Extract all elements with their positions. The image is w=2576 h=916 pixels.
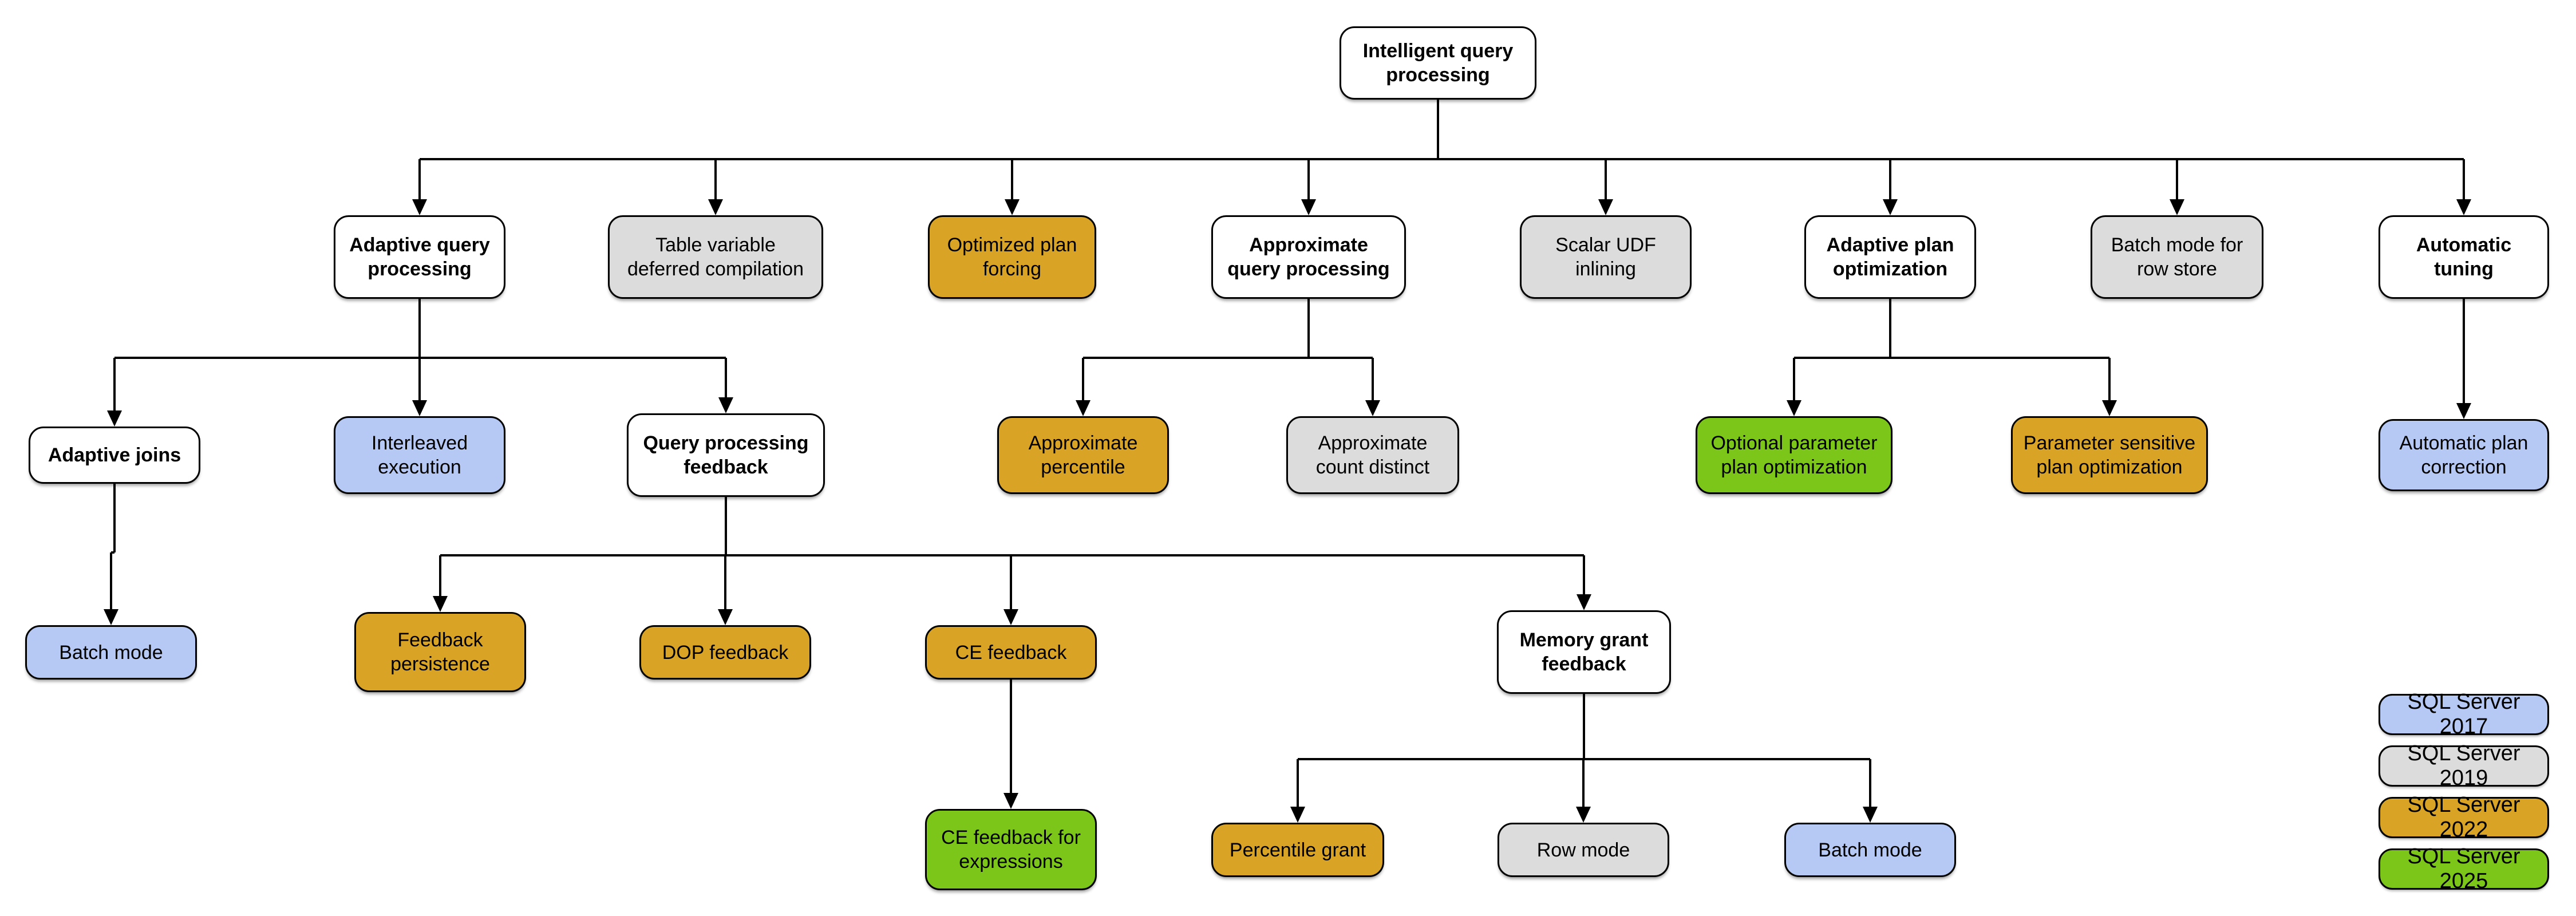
node-approximate-query-processing: Approximate query processing <box>1211 215 1406 299</box>
node-optional-parameter-plan-optimization: Optional parameter plan optimization <box>1696 416 1893 494</box>
node-label: Scalar UDF inlining <box>1555 234 1656 280</box>
node-percentile-grant: Percentile grant <box>1211 823 1384 877</box>
node-row-mode: Row mode <box>1498 823 1669 877</box>
legend-item-sql-server-2019: SQL Server 2019 <box>2379 741 2549 790</box>
node-batch-mode-adaptive-joins: Batch mode <box>25 625 197 680</box>
node-label: Automatic tuning <box>2416 234 2512 280</box>
node-table-variable-deferred-compilation: Table variable deferred compilation <box>608 215 823 299</box>
node-label: Parameter sensitive plan optimization <box>2023 432 2196 478</box>
node-label: Interleaved execution <box>371 432 468 478</box>
node-scalar-udf-inlining: Scalar UDF inlining <box>1520 215 1692 299</box>
node-approximate-percentile: Approximate percentile <box>997 416 1169 494</box>
node-ce-feedback-for-expressions: CE feedback for expressions <box>925 809 1097 890</box>
node-label: Row mode <box>1536 839 1630 861</box>
node-query-processing-feedback: Query processing feedback <box>627 413 825 497</box>
node-label: CE feedback <box>955 641 1067 664</box>
node-adaptive-query-processing: Adaptive query processing <box>334 215 505 299</box>
node-label: Feedback persistence <box>390 629 490 675</box>
node-label: Adaptive query processing <box>349 234 490 280</box>
node-label: Optional parameter plan optimization <box>1710 432 1878 478</box>
legend-item-label: SQL Server 2017 <box>2407 690 2520 739</box>
legend-item-sql-server-2022: SQL Server 2022 <box>2379 793 2549 842</box>
node-label: DOP feedback <box>662 641 789 664</box>
node-automatic-plan-correction: Automatic plan correction <box>2379 419 2549 491</box>
node-batch-mode-memory-grant: Batch mode <box>1784 823 1956 877</box>
node-label: Automatic plan correction <box>2399 432 2528 478</box>
node-batch-mode-for-row-store: Batch mode for row store <box>2091 215 2263 299</box>
legend-item-label: SQL Server 2019 <box>2407 741 2520 790</box>
node-label: Approximate query processing <box>1227 234 1390 280</box>
node-automatic-tuning: Automatic tuning <box>2379 215 2549 299</box>
node-label: CE feedback for expressions <box>941 827 1081 872</box>
legend-item-sql-server-2025: SQL Server 2025 <box>2379 844 2549 893</box>
legend-item-sql-server-2017: SQL Server 2017 <box>2379 690 2549 739</box>
node-label: Query processing feedback <box>643 432 809 478</box>
node-label: Percentile grant <box>1229 839 1366 861</box>
node-dop-feedback: DOP feedback <box>639 625 811 680</box>
legend-item-label: SQL Server 2022 <box>2407 793 2520 842</box>
node-memory-grant-feedback: Memory grant feedback <box>1497 610 1671 694</box>
node-label: Optimized plan forcing <box>947 234 1077 280</box>
node-label: Intelligent query processing <box>1362 40 1514 86</box>
node-label: Batch mode <box>59 641 163 664</box>
node-label: Batch mode <box>1818 839 1922 861</box>
node-parameter-sensitive-plan-optimization: Parameter sensitive plan optimization <box>2011 416 2208 494</box>
node-approximate-count-distinct: Approximate count distinct <box>1286 416 1459 494</box>
node-optimized-plan-forcing: Optimized plan forcing <box>928 215 1096 299</box>
node-feedback-persistence: Feedback persistence <box>354 612 526 692</box>
node-intelligent-query-processing: Intelligent query processing <box>1340 26 1536 100</box>
node-label: Adaptive joins <box>48 444 181 466</box>
node-label: Approximate percentile <box>1028 432 1138 478</box>
legend-item-label: SQL Server 2025 <box>2407 844 2520 893</box>
node-label: Table variable deferred compilation <box>627 234 804 280</box>
node-ce-feedback: CE feedback <box>925 625 1097 680</box>
node-label: Memory grant feedback <box>1519 629 1649 675</box>
node-interleaved-execution: Interleaved execution <box>334 416 505 494</box>
node-adaptive-joins: Adaptive joins <box>29 427 200 484</box>
node-label: Approximate count distinct <box>1315 432 1430 478</box>
node-adaptive-plan-optimization: Adaptive plan optimization <box>1804 215 1976 299</box>
node-label: Adaptive plan optimization <box>1826 234 1954 280</box>
node-label: Batch mode for row store <box>2111 234 2243 280</box>
